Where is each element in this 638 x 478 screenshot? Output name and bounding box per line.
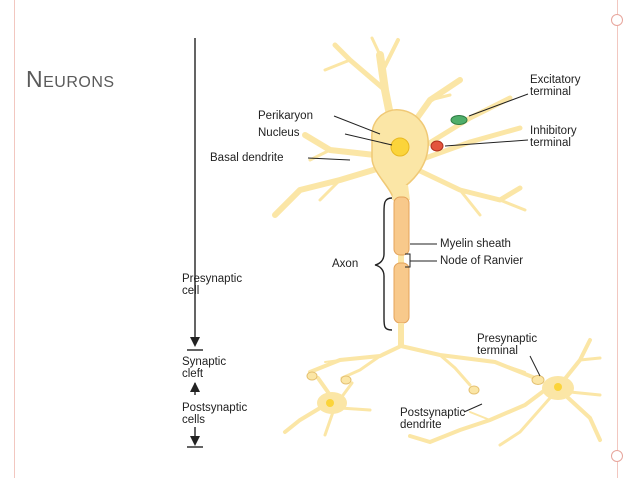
- label-basal-dendrite: Basal dendrite: [210, 152, 284, 164]
- label-myelin-sheath: Myelin sheath: [440, 238, 511, 250]
- axon-shape: [393, 196, 410, 348]
- label-nucleus: Nucleus: [258, 127, 300, 139]
- postsynaptic-cell-right: [408, 338, 602, 447]
- leader-lines: [307, 93, 541, 413]
- presynaptic-cell-arrow: [187, 38, 203, 351]
- slide-title: Neurons: [26, 66, 115, 92]
- myelin-segment-1: [393, 196, 410, 256]
- axon-brace: [374, 197, 393, 331]
- myelin-segment-2: [393, 262, 410, 324]
- presynaptic-neuron: [272, 36, 527, 218]
- frame-right-line: [617, 0, 618, 478]
- axon-terminal-branches: [308, 344, 537, 387]
- frame-dot-top: [611, 14, 623, 26]
- excitatory-terminal-shape: [450, 115, 468, 125]
- label-axon: Axon: [332, 258, 359, 270]
- inhibitory-terminal-shape: [430, 140, 444, 152]
- postsynaptic-cells-arrow: [187, 427, 203, 448]
- postsynaptic-cell-left: [283, 371, 372, 437]
- label-node-of-ranvier: Node of Ranvier: [440, 255, 524, 267]
- frame-left-line: [14, 0, 15, 478]
- frame-dot-bottom: [611, 450, 623, 462]
- nucleus-shape: [390, 137, 410, 157]
- label-perikaryon: Perikaryon: [258, 110, 313, 122]
- synaptic-cleft-arrow: [190, 382, 200, 395]
